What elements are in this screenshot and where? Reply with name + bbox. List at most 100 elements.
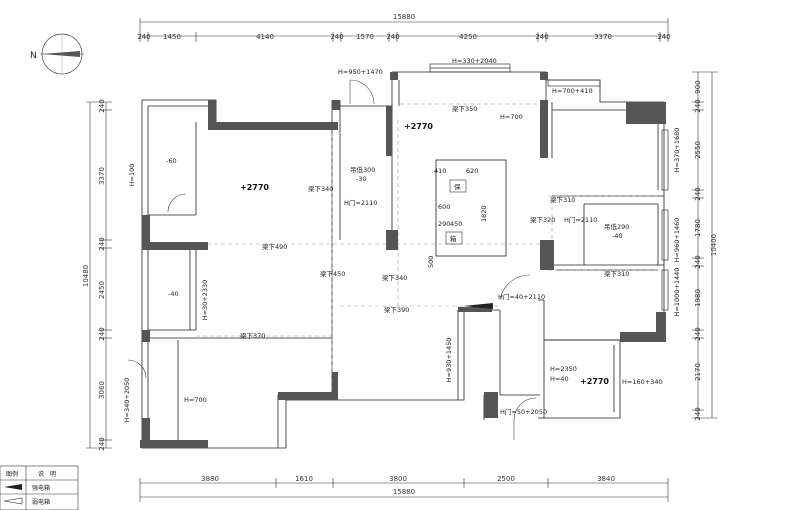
- island-dim: 410: [434, 167, 446, 175]
- left-dim: 240: [98, 237, 106, 250]
- window-height: H=370+1680: [673, 128, 681, 173]
- beam-label: 梁下450: [320, 269, 345, 278]
- window-height: H=1000+1440: [673, 268, 681, 317]
- left-dim: 240: [98, 437, 106, 450]
- left-dim: 3060: [98, 381, 106, 399]
- window-height: H=330+2040: [452, 57, 497, 65]
- door-height: H门=40+2110: [498, 292, 545, 301]
- beam-lines: [196, 103, 660, 400]
- bottom-dimension-chain: [139, 478, 669, 502]
- window-height: H=340+2050: [123, 378, 131, 423]
- door-height: H门=2110: [564, 215, 597, 224]
- height-label: H=40: [550, 375, 569, 383]
- right-dim: 2170: [694, 363, 702, 381]
- door-swings: [127, 79, 537, 440]
- beam-label: 梁下390: [384, 305, 409, 314]
- top-dim: 240: [137, 33, 150, 41]
- height-label: H=700: [184, 396, 207, 404]
- right-dim: 1980: [694, 289, 702, 307]
- window-height: H=30+2330: [201, 280, 209, 321]
- left-dim: 240: [98, 99, 106, 112]
- right-dim: 900: [694, 80, 702, 93]
- left-dimension-chain: [86, 101, 112, 449]
- north-arrow-icon: [40, 33, 84, 75]
- elevation-mark: +2770: [580, 377, 609, 386]
- island-dim: 290: [438, 220, 450, 228]
- island-dim: 450: [450, 220, 462, 228]
- height-label: H=100: [128, 164, 136, 187]
- top-dim: 4250: [459, 33, 477, 41]
- beam-label: 梁下340: [382, 273, 407, 282]
- legend-header: 图例: [6, 470, 18, 478]
- beam-label: 梁下340: [308, 184, 333, 193]
- right-dim: 240: [694, 255, 702, 268]
- top-total-dim: 15880: [393, 13, 415, 21]
- top-dimension-chain: [139, 18, 669, 42]
- bottom-dim: 3880: [201, 475, 219, 483]
- beam-label: 梁下310: [604, 269, 629, 278]
- right-dim: 240: [694, 407, 702, 420]
- appliance-box: [449, 179, 467, 193]
- ceiling-drop: 吊低300: [350, 165, 375, 174]
- window-height: H=700+410: [552, 87, 593, 95]
- appliance-label: 箱: [450, 234, 457, 243]
- right-dim: 240: [694, 99, 702, 112]
- left-dim: 3370: [98, 167, 106, 185]
- left-dim: 240: [98, 327, 106, 340]
- right-dim: 240: [694, 187, 702, 200]
- right-total-dim: 10400: [710, 234, 718, 256]
- window-height: H=930+1450: [445, 338, 453, 383]
- top-dim: 240: [330, 33, 343, 41]
- door-height: H门=50+2050: [500, 407, 547, 416]
- top-dim: 4140: [256, 33, 274, 41]
- beam-label: 梁下490: [262, 242, 287, 251]
- height-label: H=2350: [550, 365, 577, 373]
- left-total-dim: 10480: [82, 265, 90, 287]
- beam-label: 梁下370: [240, 331, 265, 340]
- window-height: H=950+1470: [338, 68, 383, 76]
- right-dimension-chain: [692, 71, 718, 419]
- appliance-box: [445, 231, 463, 245]
- floor-offset: -60: [166, 157, 177, 165]
- bottom-dim: 3840: [597, 475, 615, 483]
- elevation-mark: +2770: [240, 183, 269, 192]
- low-voltage-box-icon: [3, 497, 23, 505]
- left-dim: 2450: [98, 281, 106, 299]
- height-label: H=700: [500, 113, 523, 121]
- ceiling-drop: 吊低290: [604, 222, 629, 231]
- top-dim: 3370: [594, 33, 612, 41]
- windows: [429, 63, 669, 311]
- top-dim: 240: [657, 33, 670, 41]
- elevation-mark: +2770: [404, 122, 433, 131]
- bottom-dim: 2500: [497, 475, 515, 483]
- bottom-total-dim: 15880: [393, 488, 415, 496]
- right-dim: 1780: [694, 219, 702, 237]
- beam-label: 梁下350: [452, 104, 477, 113]
- power-box-icon: [4, 484, 22, 490]
- right-dim: 2550: [694, 141, 702, 159]
- floor-offset: -30: [356, 175, 367, 183]
- top-dim: 240: [386, 33, 399, 41]
- right-dim: 240: [694, 327, 702, 340]
- legend-item: 强电箱: [32, 484, 50, 492]
- island-dim: 500: [427, 256, 435, 268]
- bottom-dim: 3800: [389, 475, 407, 483]
- beam-label: 梁下310: [550, 195, 575, 204]
- north-label: N: [30, 51, 37, 61]
- legend-header: 说 明: [38, 470, 56, 478]
- island-dim: 600: [438, 203, 450, 211]
- top-dim: 1450: [163, 33, 181, 41]
- structural-columns: [140, 72, 666, 448]
- window-height: H=160+340: [622, 378, 663, 386]
- floor-offset: -40: [168, 290, 179, 298]
- window-height: H=960+1460: [673, 218, 681, 263]
- door-height: H门=2110: [344, 198, 377, 207]
- legend-item: 弱电箱: [32, 498, 50, 506]
- beam-label: 梁下320: [530, 215, 555, 224]
- island-dim: 620: [466, 167, 478, 175]
- island-dim: 1820: [480, 205, 488, 222]
- bottom-dim: 1610: [295, 475, 313, 483]
- appliance-label: 保: [454, 182, 461, 191]
- top-dim: 1570: [356, 33, 374, 41]
